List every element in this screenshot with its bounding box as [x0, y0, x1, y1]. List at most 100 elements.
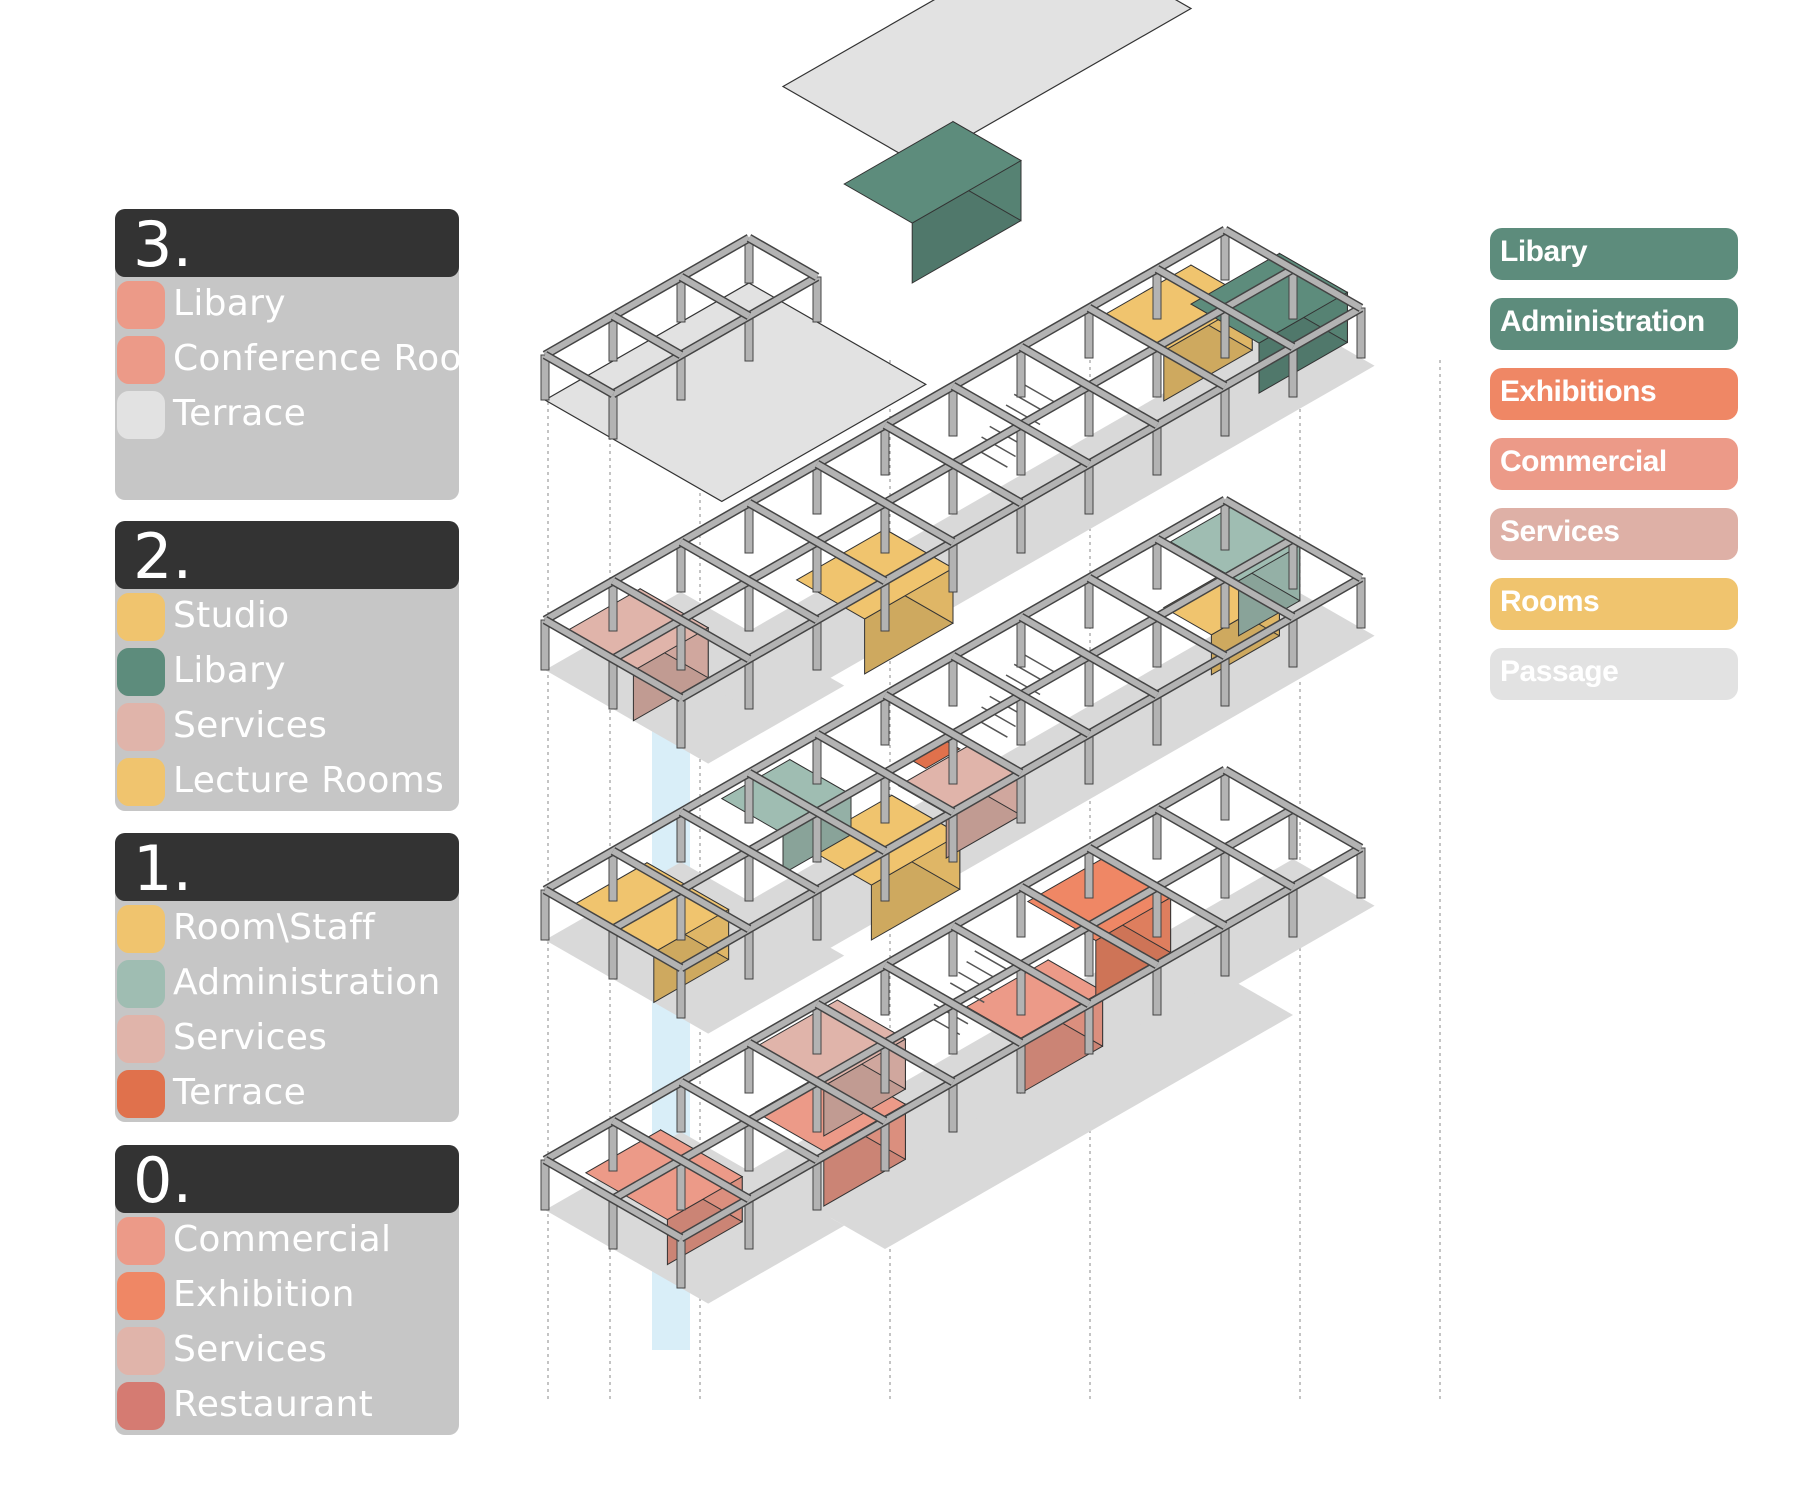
column: [812, 1081, 822, 1133]
floor-2-item-services: Services: [115, 699, 459, 754]
function-commercial: Commercial: [1490, 438, 1738, 490]
column: [676, 889, 686, 941]
column: [608, 1198, 618, 1250]
beam: [883, 692, 1023, 776]
column: [812, 889, 822, 941]
floor-2-item-lecture-rooms: Lecture Rooms: [115, 754, 459, 809]
column: [608, 393, 618, 440]
beam: [883, 962, 1023, 1046]
floor-item-label: Conference Room: [173, 338, 498, 379]
column: [880, 580, 890, 632]
beam: [543, 352, 615, 397]
floor-0-item-commercial: Commercial: [115, 1213, 459, 1268]
floor-0-legend: 0. Commercial Exhibition Services Restau…: [115, 1145, 459, 1435]
column: [812, 811, 822, 863]
column: [1016, 502, 1026, 554]
column: [948, 733, 958, 785]
floor-0-heading: 0.: [115, 1145, 459, 1217]
floor-item-label: Libary: [173, 650, 286, 691]
floor-3-heading: 3.: [115, 209, 459, 281]
swatch-studio: [117, 593, 165, 641]
column: [948, 1081, 958, 1133]
column: [1220, 307, 1230, 359]
column: [812, 733, 822, 785]
beam: [1087, 575, 1227, 659]
column: [1220, 385, 1230, 437]
beam: [747, 1040, 887, 1124]
column: [1084, 847, 1094, 899]
column: [1152, 886, 1162, 938]
beam: [747, 770, 887, 854]
floor-0-item-restaurant: Restaurant: [115, 1378, 459, 1433]
beam: [951, 383, 1091, 467]
column: [1152, 808, 1162, 860]
column: [1016, 346, 1026, 398]
beam: [611, 274, 819, 397]
column: [1288, 346, 1298, 398]
floor-item-label: Services: [173, 705, 328, 746]
swatch-lecture-rooms: [117, 758, 165, 806]
swatch-terrace: [117, 1070, 165, 1118]
level-2: [540, 226, 1375, 764]
floor-0-item-services: Services: [115, 1323, 459, 1378]
column: [744, 1198, 754, 1250]
column: [812, 1159, 822, 1211]
column: [744, 850, 754, 902]
floor-1-item-terrace: Terrace: [115, 1066, 459, 1121]
swatch-conference-room: [117, 336, 165, 384]
column: [1084, 463, 1094, 515]
floor-item-label: Restaurant: [173, 1384, 374, 1425]
floor-item-label: Terrace: [173, 393, 307, 434]
column: [1220, 847, 1230, 899]
column: [880, 964, 890, 1016]
slab: [817, 976, 1293, 1249]
function-rooms: Rooms: [1490, 578, 1738, 630]
column: [744, 772, 754, 824]
column: [1084, 925, 1094, 977]
beam: [815, 731, 955, 815]
column: [880, 502, 890, 554]
function-legend: Libary Administration Exhibitions Commer…: [1490, 228, 1738, 718]
function-administration: Administration: [1490, 298, 1738, 350]
column: [1152, 538, 1162, 590]
beam: [543, 887, 683, 971]
floor-item-label: Services: [173, 1329, 328, 1370]
beam: [1223, 227, 1363, 311]
column: [676, 811, 686, 863]
floor-1-heading: 1.: [115, 833, 459, 905]
floor-1-item-room-staff: Room\Staff: [115, 901, 459, 956]
column: [1016, 694, 1026, 746]
beam: [747, 500, 887, 584]
column: [608, 1120, 618, 1172]
beam: [1223, 497, 1363, 581]
column: [1084, 577, 1094, 629]
column: [608, 580, 618, 632]
column: [1152, 424, 1162, 476]
column: [1016, 424, 1026, 476]
floor-item-label: Room\Staff: [173, 907, 376, 948]
column: [1084, 655, 1094, 707]
column: [948, 541, 958, 593]
column: [1220, 655, 1230, 707]
swatch-libary: [117, 648, 165, 696]
column: [1152, 616, 1162, 668]
column: [744, 580, 754, 632]
column: [1288, 616, 1298, 668]
column: [1356, 847, 1366, 899]
column: [1152, 268, 1162, 320]
swatch-exhibition: [117, 1272, 165, 1320]
column: [948, 385, 958, 437]
column: [1288, 886, 1298, 938]
slab: [681, 319, 1375, 717]
swatch-services: [117, 1327, 165, 1375]
stair-step: [974, 950, 1010, 972]
column: [744, 658, 754, 710]
floor-3-item-libary: Libary: [115, 277, 459, 332]
column: [880, 850, 890, 902]
column: [676, 541, 686, 593]
swatch-administration: [117, 960, 165, 1008]
column: [1016, 886, 1026, 938]
column: [744, 502, 754, 554]
column: [1016, 616, 1026, 668]
beam: [543, 235, 751, 358]
